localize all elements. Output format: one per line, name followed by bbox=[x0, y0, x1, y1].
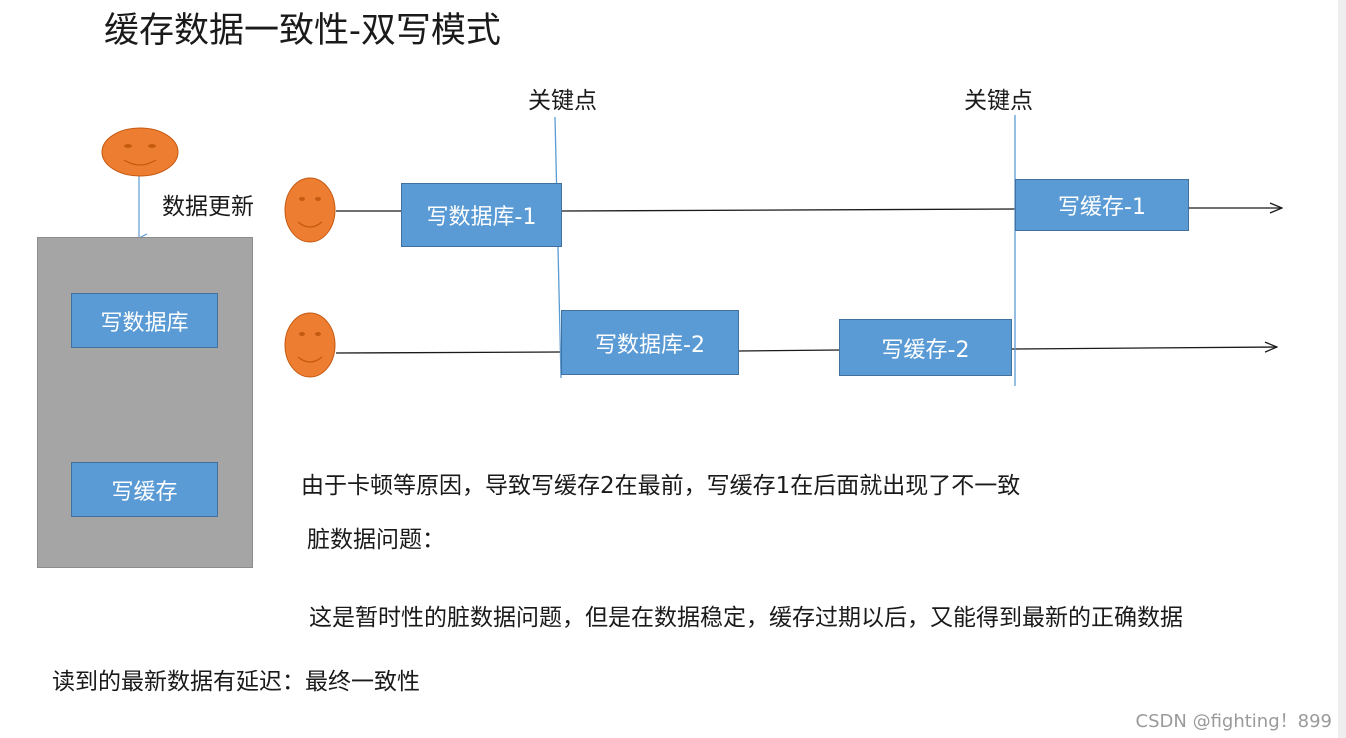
legend-panel bbox=[37, 237, 253, 568]
row2-face-icon bbox=[284, 312, 336, 378]
row1-face-icon bbox=[284, 177, 336, 243]
update-label: 数据更新 bbox=[162, 194, 254, 220]
page-edge-shade bbox=[1338, 0, 1346, 738]
key-point-line-1 bbox=[554, 116, 562, 379]
legend-write-cache-box: 写缓存 bbox=[71, 462, 218, 517]
key-point-label-2: 关键点 bbox=[964, 88, 1033, 114]
watermark: CSDN @fighting！899 bbox=[1135, 711, 1332, 732]
note-line-2: 脏数据问题： bbox=[307, 527, 445, 553]
row2-arrow bbox=[1011, 347, 1277, 349]
note-line-1: 由于卡顿等原因，导致写缓存2在最前，写缓存1在后面就出现了不一致 bbox=[301, 473, 1021, 499]
row1-write-db-box: 写数据库-1 bbox=[401, 183, 562, 247]
row1-write-cache-box: 写缓存-1 bbox=[1015, 179, 1189, 231]
row1-line-b bbox=[561, 208, 1017, 212]
legend-face-icon bbox=[101, 127, 179, 177]
row2-write-db-box: 写数据库-2 bbox=[561, 310, 739, 375]
key-point-label-1: 关键点 bbox=[528, 88, 597, 114]
diagram-title: 缓存数据一致性-双写模式 bbox=[104, 11, 501, 51]
note-line-4: 读到的最新数据有延迟：最终一致性 bbox=[52, 669, 420, 695]
legend-write-db-box: 写数据库 bbox=[71, 293, 218, 348]
row2-line-b bbox=[738, 349, 841, 352]
row2-line-a bbox=[335, 351, 562, 354]
row2-write-cache-box: 写缓存-2 bbox=[839, 319, 1012, 376]
note-line-3: 这是暂时性的脏数据问题，但是在数据稳定，缓存过期以后，又能得到最新的正确数据 bbox=[309, 605, 1183, 631]
